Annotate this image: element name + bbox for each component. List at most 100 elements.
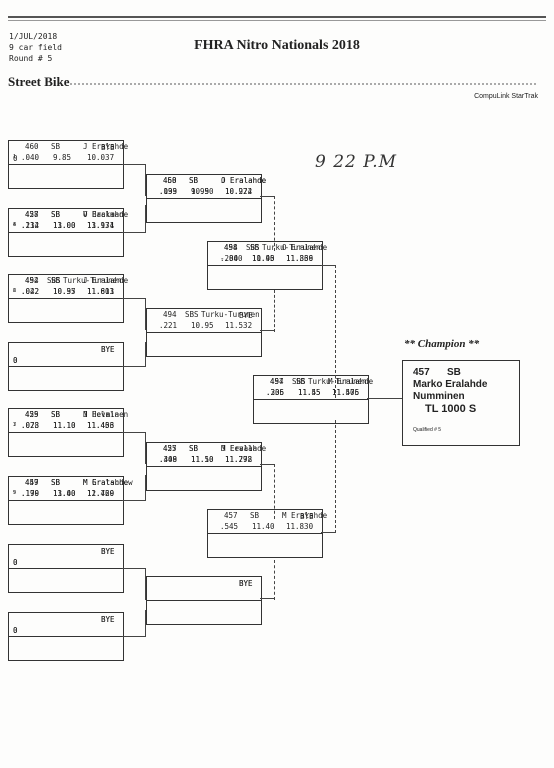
speed: 10.972 <box>225 187 253 196</box>
reaction-time: .139 <box>159 187 178 196</box>
software-label: CompuLink StarTrak <box>474 93 538 100</box>
car-number: 457 <box>270 377 284 386</box>
car-number: 494 <box>224 243 238 252</box>
reaction-time: -.040 <box>220 254 243 263</box>
bye-label: BYE <box>101 547 115 556</box>
connector-dashed <box>274 196 275 251</box>
elapsed-time: 11.10 <box>53 421 76 430</box>
speed: 11.720 <box>87 489 115 498</box>
speed: 11.532 <box>225 321 253 330</box>
elapsed-time: 10.95 <box>191 321 214 330</box>
speed: 11.278 <box>225 455 253 464</box>
qualifier-position: 0 <box>13 626 18 635</box>
bye-label: BYE <box>101 615 115 624</box>
bye-lane: BYE <box>147 577 261 601</box>
speed: 13.934 <box>87 221 115 230</box>
class-code: SB <box>51 210 61 219</box>
class-code: SB <box>51 142 61 151</box>
connector-line <box>122 298 146 299</box>
racer-name: M Gratschew <box>83 478 133 487</box>
bye-label: BYE <box>101 345 115 354</box>
qualifier-position: 0 <box>13 626 18 635</box>
elapsed-time: 13.00 <box>53 221 76 230</box>
qualifier-position: 0 <box>13 154 18 163</box>
racer-name: J Eralahde <box>221 176 267 185</box>
reaction-time: .073 <box>21 421 40 430</box>
class-code: SBS <box>47 276 61 285</box>
racer-name: O Eralahde <box>282 243 328 252</box>
connector-line <box>367 398 402 399</box>
racer-name: J Eralahde <box>83 276 129 285</box>
champion-team: Numminen <box>413 391 465 402</box>
connector-line <box>122 432 146 433</box>
class-code: SB <box>250 511 260 520</box>
speed: 11.406 <box>332 388 360 397</box>
car-number: 494 <box>270 377 284 386</box>
connector-line <box>122 500 146 501</box>
speed: 11.603 <box>87 287 115 296</box>
qualifier-position: 1 <box>13 154 17 160</box>
racer-name: O Eralahde <box>221 176 267 185</box>
class-code: SB <box>189 176 199 185</box>
car-number: 425 <box>163 444 177 453</box>
car-number: 459 <box>25 410 39 419</box>
champion-bike: TL 1000 S <box>425 403 477 415</box>
elapsed-time: 10.90 <box>191 187 214 196</box>
car-number: 458 <box>224 243 238 252</box>
connector-line <box>260 464 274 465</box>
speed: 11.811 <box>87 287 115 296</box>
qualifier-position: 5 <box>13 490 17 496</box>
car-number: 452 <box>25 276 39 285</box>
class-code: SBS <box>292 377 306 386</box>
champion-car: 457 <box>413 367 430 378</box>
bye-label: BYE <box>101 547 115 556</box>
champion-qualified: Qualified # 5 <box>413 427 442 433</box>
reaction-time: .132 <box>21 221 40 230</box>
class-code: SB <box>51 410 61 419</box>
elapsed-time: 9.85 <box>53 153 72 162</box>
racer-name: M Eralahde <box>282 511 328 520</box>
champion-class: SB <box>447 367 461 378</box>
connector-line <box>260 598 274 599</box>
qualifier-position: 0 <box>13 356 18 365</box>
connector-line <box>260 196 274 197</box>
reaction-time: .280 <box>220 254 239 263</box>
racer-name: J Eralahde <box>83 142 129 151</box>
bye-label: BYE <box>101 345 115 354</box>
speed: 10.037 <box>87 153 115 162</box>
car-number: 494 <box>163 310 177 319</box>
qualifier-position: 8 <box>13 222 17 228</box>
field-size-label: 9 car field <box>9 43 62 52</box>
connector-line <box>145 342 146 367</box>
qualifier-position: 3 <box>13 422 17 428</box>
connector-dashed <box>274 560 275 600</box>
car-number: 458 <box>163 176 177 185</box>
bye-lane: BYE 0 <box>9 343 123 366</box>
elapsed-time: 11.55 <box>298 388 321 397</box>
event-title: FHRA Nitro Nationals 2018 <box>194 38 360 53</box>
class-code: SBS <box>185 310 199 319</box>
reaction-time: .309 <box>159 455 178 464</box>
car-number: 425 <box>25 410 39 419</box>
connector-line <box>122 232 146 233</box>
